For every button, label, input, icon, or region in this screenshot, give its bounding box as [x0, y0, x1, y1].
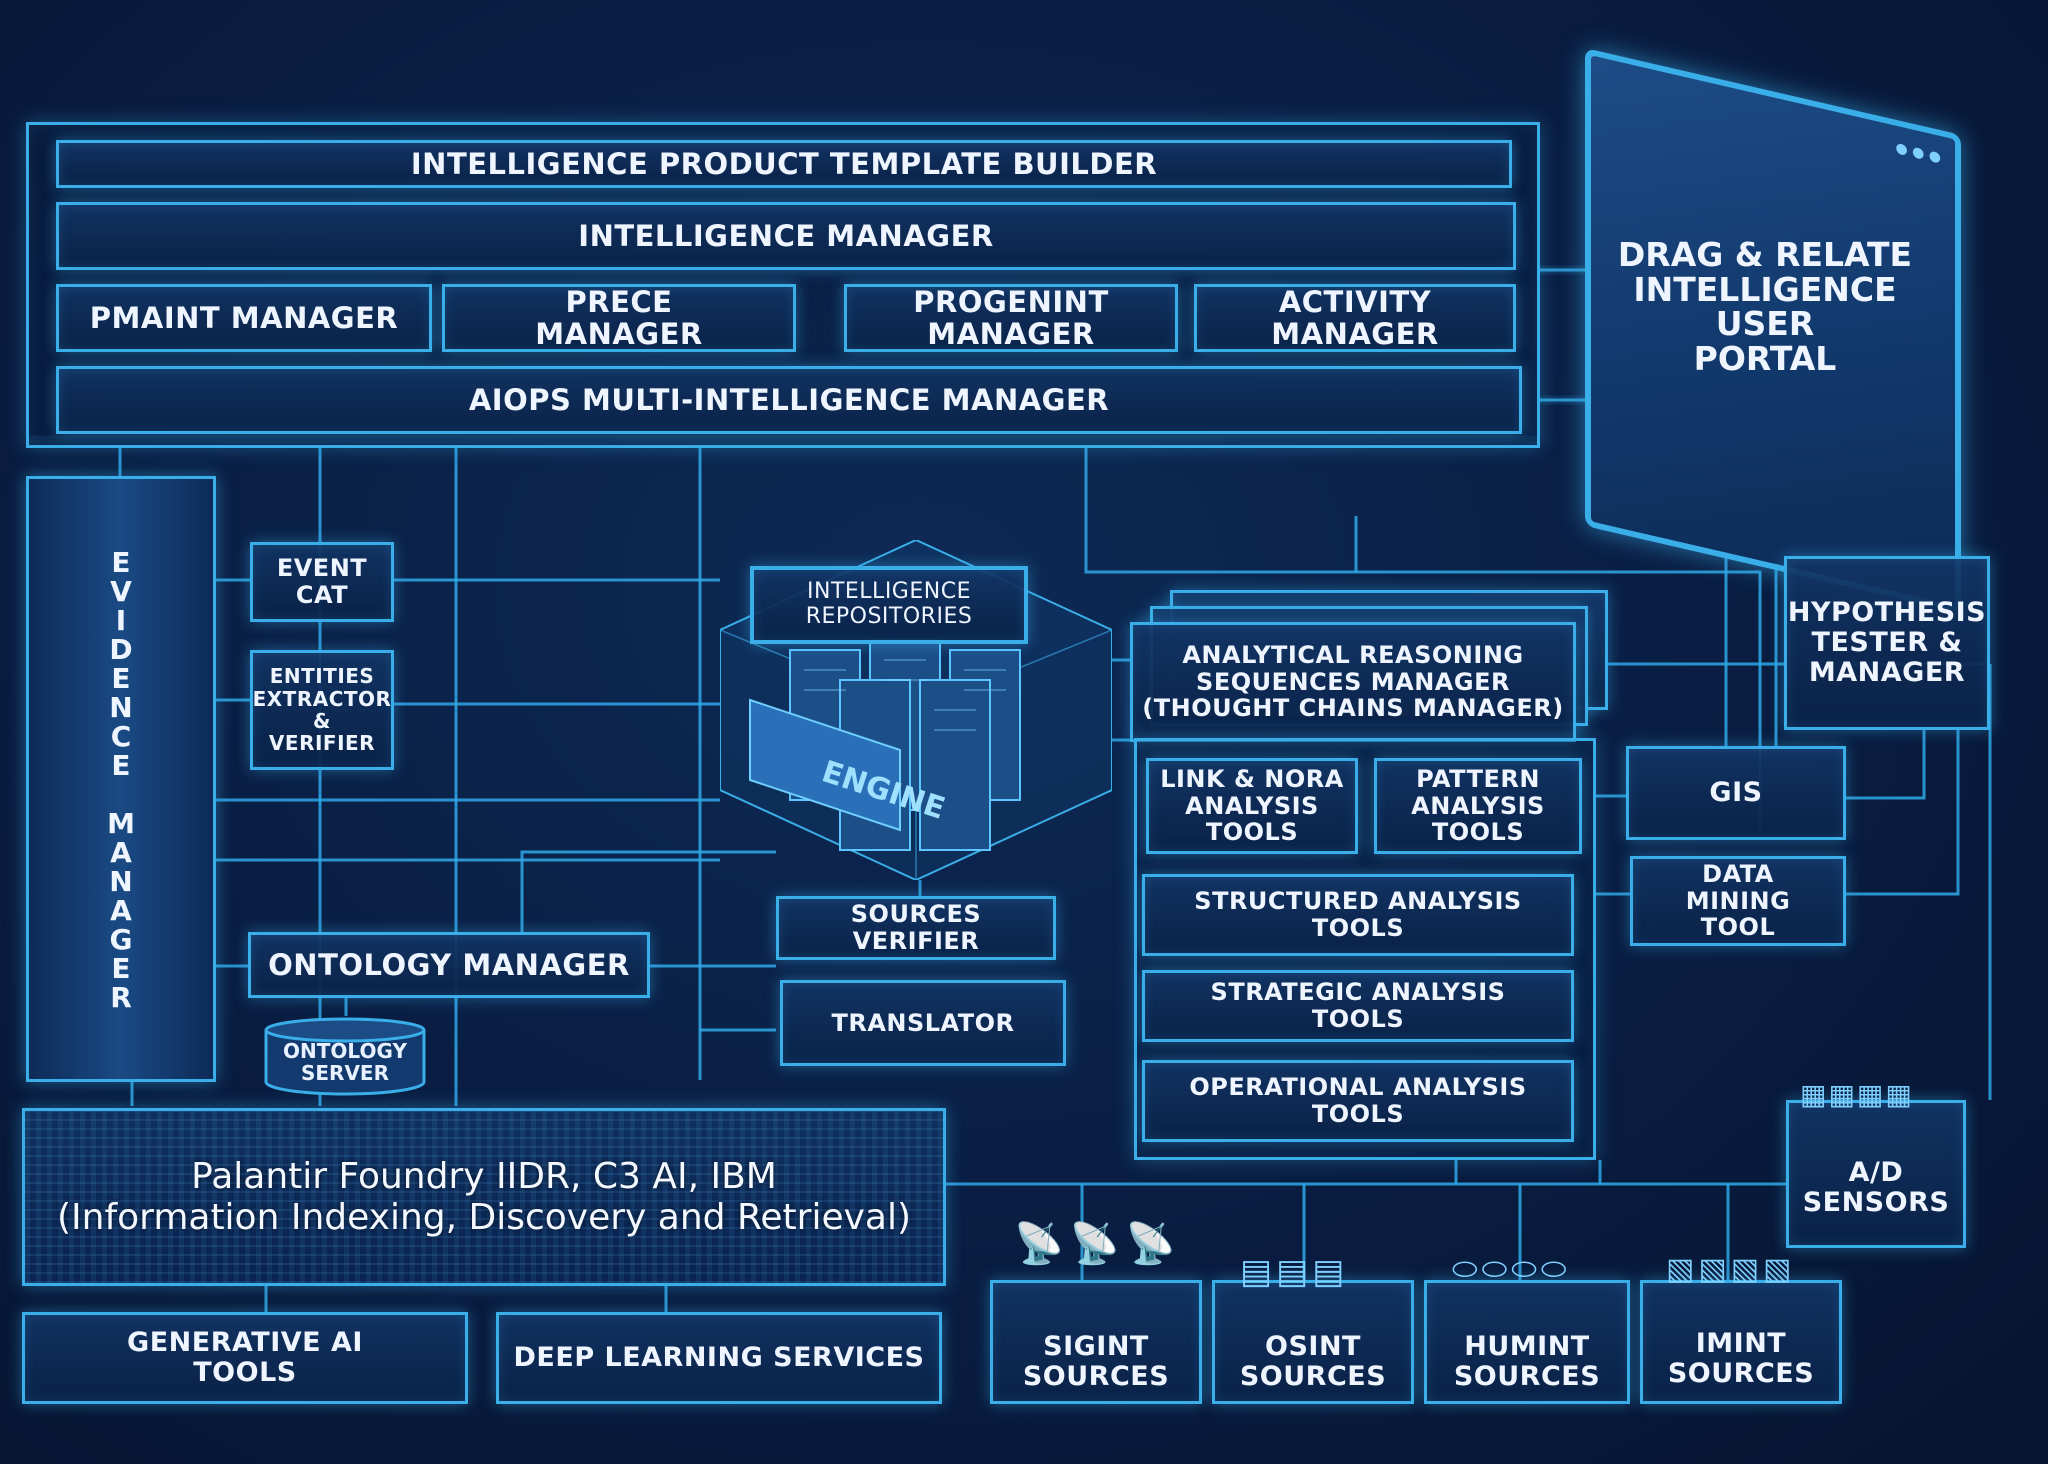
gis-box[interactable]: GIS	[1626, 746, 1846, 840]
operational-analysis-box[interactable]: OPERATIONAL ANALYSIS TOOLS	[1142, 1060, 1574, 1142]
entities-extractor-label: ENTITIES EXTRACTOR & VERIFIER	[252, 664, 392, 756]
intelligence-manager-label: INTELLIGENCE MANAGER	[578, 218, 994, 253]
iidr-platform-box[interactable]: Palantir Foundry IIDR, C3 AI, IBM (Infor…	[22, 1108, 946, 1286]
event-cat-label: EVENT CAT	[276, 554, 368, 609]
pmaint-manager-box[interactable]: PMAINT MANAGER	[56, 284, 432, 352]
pattern-analysis-tools-label: PATTERN ANALYSIS TOOLS	[1411, 764, 1545, 847]
humint-sources-box[interactable]: HUMINT SOURCES	[1424, 1280, 1630, 1404]
portal-window-dots: ● ● ●	[1895, 139, 1941, 167]
imint-sources-box[interactable]: IMINT SOURCES	[1640, 1280, 1842, 1404]
ad-sensors-label: A/D SENSORS	[1802, 1156, 1950, 1218]
progenint-manager-box[interactable]: PROGENINT MANAGER	[844, 284, 1178, 352]
osint-sources-label: OSINT SOURCES	[1239, 1330, 1387, 1392]
file-cabinet-icon: ▤▤▤	[1240, 1252, 1349, 1292]
progenint-manager-label: PROGENINT MANAGER	[913, 284, 1109, 351]
translator-box[interactable]: TRANSLATOR	[780, 980, 1066, 1066]
generative-ai-box[interactable]: GENERATIVE AI TOOLS	[22, 1312, 468, 1404]
deep-learning-label: DEEP LEARNING SERVICES	[513, 1341, 925, 1373]
sensor-grid-icon: ▦▦▦▦	[1800, 1078, 1914, 1111]
sources-verifier-label: SOURCES VERIFIER	[850, 900, 982, 955]
analytical-reasoning-label: ANALYTICAL REASONING SEQUENCES MANAGER (…	[1142, 640, 1564, 723]
ontology-manager-label: ONTOLOGY MANAGER	[268, 947, 630, 982]
imint-sources-label: IMINT SOURCES	[1667, 1327, 1815, 1389]
prece-manager-label: PRECE MANAGER	[535, 284, 703, 351]
iidr-subtitle: (Information Indexing, Discovery and Ret…	[56, 1197, 912, 1238]
ontology-manager-box[interactable]: ONTOLOGY MANAGER	[248, 932, 650, 998]
activity-manager-label: ACTIVITY MANAGER	[1271, 284, 1439, 351]
translator-label: TRANSLATOR	[831, 1008, 1015, 1037]
evidence-manager-label: E V I D E N C E M A N A G E R	[107, 546, 135, 1014]
intelligence-repositories-box[interactable]: INTELLIGENCE REPOSITORIES	[750, 566, 1028, 644]
link-nora-tools-label: LINK & NORA ANALYSIS TOOLS	[1160, 764, 1344, 847]
data-mining-label: DATA MINING TOOL	[1685, 859, 1791, 942]
osint-sources-box[interactable]: OSINT SOURCES	[1212, 1280, 1414, 1404]
humint-sources-label: HUMINT SOURCES	[1453, 1330, 1601, 1392]
activity-manager-box[interactable]: ACTIVITY MANAGER	[1194, 284, 1516, 352]
aiops-manager-label: AIOPS MULTI-INTELLIGENCE MANAGER	[468, 382, 1110, 417]
ad-sensors-box[interactable]: A/D SENSORS	[1786, 1100, 1966, 1248]
template-builder-label: INTELLIGENCE PRODUCT TEMPLATE BUILDER	[410, 146, 1158, 181]
database-disk-icon: ⬭⬭⬭⬭	[1452, 1252, 1571, 1287]
entities-extractor-box[interactable]: ENTITIES EXTRACTOR & VERIFIER	[250, 650, 394, 770]
image-frames-icon: ▧▧▧▧	[1666, 1252, 1796, 1287]
deep-learning-box[interactable]: DEEP LEARNING SERVICES	[496, 1312, 942, 1404]
intelligence-manager-box[interactable]: INTELLIGENCE MANAGER	[56, 202, 1516, 270]
pmaint-manager-label: PMAINT MANAGER	[89, 300, 399, 335]
pattern-analysis-tools-box[interactable]: PATTERN ANALYSIS TOOLS	[1374, 758, 1582, 854]
sigint-sources-label: SIGINT SOURCES	[1022, 1330, 1170, 1392]
analytical-reasoning-box[interactable]: ANALYTICAL REASONING SEQUENCES MANAGER (…	[1130, 622, 1576, 742]
structured-analysis-box[interactable]: STRUCTURED ANALYSIS TOOLS	[1142, 874, 1574, 956]
operational-analysis-label: OPERATIONAL ANALYSIS TOOLS	[1189, 1073, 1527, 1128]
link-nora-tools-box[interactable]: LINK & NORA ANALYSIS TOOLS	[1146, 758, 1358, 854]
aiops-manager-box[interactable]: AIOPS MULTI-INTELLIGENCE MANAGER	[56, 366, 1522, 434]
strategic-analysis-box[interactable]: STRATEGIC ANALYSIS TOOLS	[1142, 970, 1574, 1042]
ontology-server-label: ONTOLOGY SERVER	[283, 1039, 407, 1086]
intelligence-repositories-label: INTELLIGENCE REPOSITORIES	[805, 579, 973, 629]
hypothesis-tester-box[interactable]: HYPOTHESIS TESTER & MANAGER	[1784, 556, 1990, 730]
template-builder-box[interactable]: INTELLIGENCE PRODUCT TEMPLATE BUILDER	[56, 140, 1512, 188]
iidr-title: Palantir Foundry IIDR, C3 AI, IBM	[191, 1155, 777, 1197]
structured-analysis-label: STRUCTURED ANALYSIS TOOLS	[1194, 887, 1522, 942]
generative-ai-label: GENERATIVE AI TOOLS	[127, 1326, 363, 1388]
data-mining-box[interactable]: DATA MINING TOOL	[1630, 856, 1846, 946]
gis-label: GIS	[1709, 776, 1763, 808]
evidence-manager-box[interactable]	[26, 476, 216, 1082]
strategic-analysis-label: STRATEGIC ANALYSIS TOOLS	[1210, 978, 1506, 1033]
hypothesis-tester-label: HYPOTHESIS TESTER & MANAGER	[1787, 596, 1987, 689]
prece-manager-box[interactable]: PRECE MANAGER	[442, 284, 796, 352]
sigint-sources-box[interactable]: SIGINT SOURCES	[990, 1280, 1202, 1404]
ontology-server-cylinder[interactable]	[262, 1016, 428, 1096]
event-cat-box[interactable]: EVENT CAT	[250, 542, 394, 622]
sources-verifier-box[interactable]: SOURCES VERIFIER	[776, 896, 1056, 960]
user-portal-label: DRAG & RELATE INTELLIGENCE USER PORTAL	[1617, 235, 1913, 378]
satellite-dish-icon: 📡📡📡	[1014, 1221, 1182, 1267]
